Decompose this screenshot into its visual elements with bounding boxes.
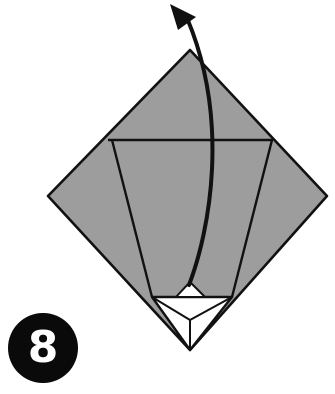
step-badge: 8 (8, 313, 78, 383)
step-number: 8 (28, 326, 59, 370)
